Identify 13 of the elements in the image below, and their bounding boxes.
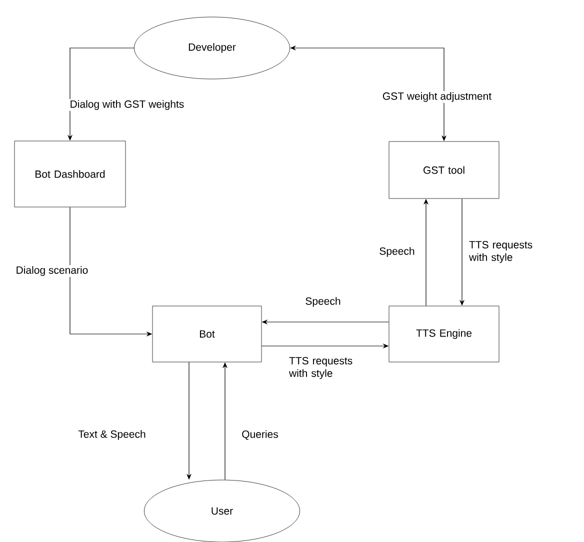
edge-label: Dialog scenario bbox=[14, 265, 90, 277]
edge-label: Dialog with GST weights bbox=[68, 99, 186, 111]
process-box: Bot Dashboard bbox=[14, 140, 126, 208]
edge-label: TTS requests with style bbox=[468, 240, 542, 264]
process-box: GST tool bbox=[388, 141, 500, 199]
edge-label: Text & Speech bbox=[77, 429, 147, 441]
edge-label: GST weight adjustment bbox=[381, 91, 493, 103]
edge-label: Speech bbox=[304, 296, 342, 308]
edge-label: Queries bbox=[240, 429, 280, 441]
process-box: TTS Engine bbox=[388, 306, 500, 362]
edge-label: Speech bbox=[378, 246, 416, 258]
edge-label: TTS requests with style bbox=[288, 356, 362, 380]
process-box: Bot bbox=[152, 306, 262, 362]
